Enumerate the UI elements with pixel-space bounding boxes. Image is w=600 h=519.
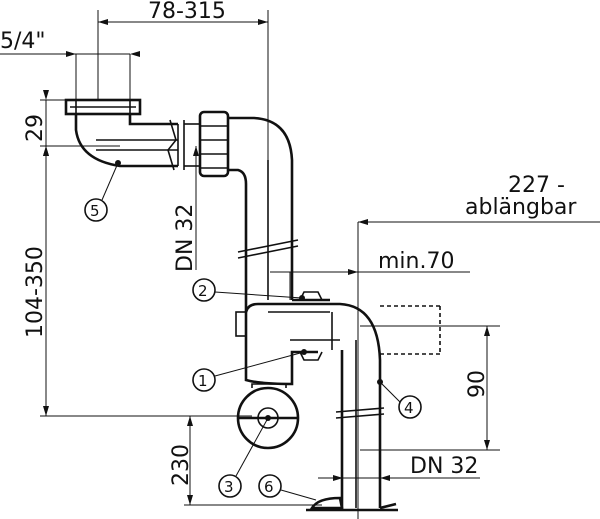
dim-inlet-height-label: 29 bbox=[23, 114, 48, 142]
dim-min-depth-label: min.70 bbox=[378, 249, 454, 274]
dim-top-width-label: 78-315 bbox=[148, 0, 226, 24]
dim-bottom-height: 230 bbox=[169, 416, 322, 506]
outlet-pipe bbox=[335, 340, 385, 508]
svg-text:2: 2 bbox=[198, 282, 208, 300]
floor-bracket bbox=[306, 496, 398, 512]
upper-bend-pipe bbox=[228, 116, 299, 312]
dim-bottom-height-label: 230 bbox=[169, 444, 194, 486]
union-nut bbox=[198, 110, 230, 178]
callout-1: 1 bbox=[192, 349, 307, 392]
dim-pipe-dn-bottom: DN 32 bbox=[318, 454, 480, 481]
callout-3: 3 bbox=[218, 417, 269, 498]
dim-height-range-label: 104-350 bbox=[23, 246, 48, 338]
dim-top-width: 78-315 bbox=[97, 0, 269, 270]
dim-right-height: 90 bbox=[360, 325, 500, 451]
callout-2: 2 bbox=[192, 278, 305, 302]
callout-4: 4 bbox=[377, 379, 422, 419]
dim-right-height-label: 90 bbox=[465, 370, 490, 398]
trap-body bbox=[235, 291, 441, 508]
dim-height-range: 104-350 bbox=[23, 146, 252, 417]
svg-text:1: 1 bbox=[198, 372, 208, 390]
svg-text:5: 5 bbox=[90, 202, 100, 220]
inlet-elbow-pipe bbox=[74, 114, 200, 171]
callout-6: 6 bbox=[258, 474, 317, 501]
svg-text:3: 3 bbox=[224, 478, 234, 496]
callout-5: 5 bbox=[84, 160, 121, 222]
dim-thread-label: 5/4" bbox=[0, 29, 46, 54]
dim-length-cut-label: 227 - bbox=[508, 173, 565, 198]
inlet-nut bbox=[64, 98, 142, 116]
dim-pipe-dn-vertical: DN 32 bbox=[173, 146, 199, 272]
dim-pipe-dn-vertical-label: DN 32 bbox=[173, 204, 198, 272]
dim-min-depth: min.70 bbox=[270, 249, 470, 300]
dim-thread: 5/4" bbox=[0, 29, 140, 100]
svg-text:6: 6 bbox=[264, 478, 274, 496]
svg-text:4: 4 bbox=[404, 399, 414, 417]
dim-length-cut-word: ablängbar bbox=[465, 195, 577, 220]
dim-pipe-dn-bottom-label: DN 32 bbox=[410, 454, 478, 479]
dim-length-cut: 227 - ablängbar bbox=[357, 173, 600, 519]
